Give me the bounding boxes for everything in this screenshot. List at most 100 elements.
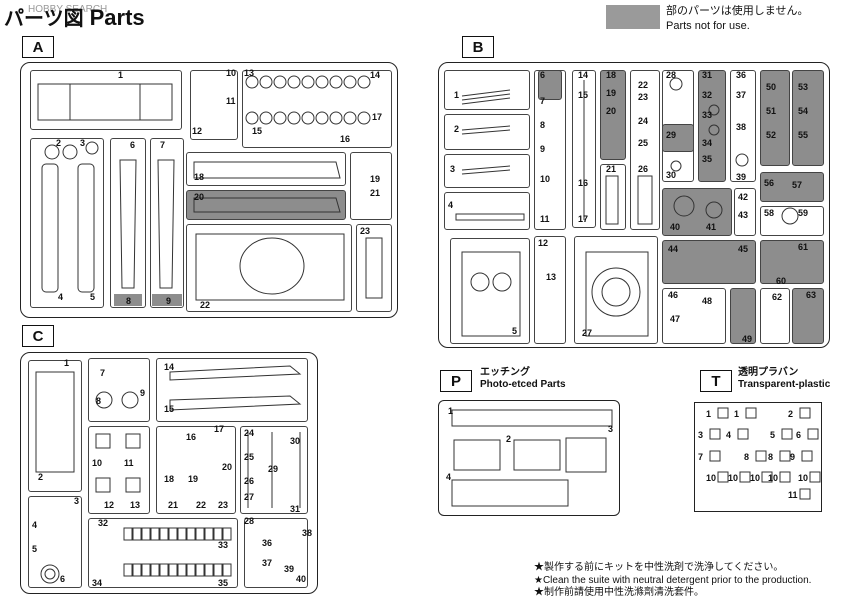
part-number-a: 21	[370, 188, 380, 198]
track-link	[204, 563, 214, 577]
part-number-a: 8	[126, 296, 131, 306]
part-number-b: 59	[798, 208, 808, 218]
road-wheel	[245, 75, 259, 89]
part-number-b: 63	[806, 290, 816, 300]
sprue-t-label: 透明プラバン Transparent-plastic	[738, 367, 830, 391]
part-number-t: 1	[706, 409, 711, 419]
part-number-t: 1	[734, 409, 739, 419]
part-number-b: 60	[776, 276, 786, 286]
part-number-b: 34	[702, 138, 712, 148]
part-number-a: 4	[58, 292, 63, 302]
part-number-t: 3	[698, 430, 703, 440]
sprue-b-part-42	[734, 188, 756, 236]
part-number-b: 21	[606, 164, 616, 174]
part-number-t: 8	[768, 452, 773, 462]
part-number-a: 1	[118, 70, 123, 80]
part-number-c: 1	[64, 358, 69, 368]
sprue-a-part-23	[356, 224, 392, 312]
clear-part-outline	[737, 428, 749, 440]
part-number-c: 25	[244, 452, 254, 462]
part-number-b: 52	[766, 130, 776, 140]
part-number-b: 31	[702, 70, 712, 80]
part-number-p: 4	[446, 472, 451, 482]
part-number-t: 10	[706, 473, 716, 483]
sprue-b-part-31-35-unused	[698, 70, 726, 182]
track-link	[150, 527, 160, 541]
part-number-a: 10	[226, 68, 236, 78]
part-number-a: 18	[194, 172, 204, 182]
sprue-b-part-48-unused	[730, 288, 756, 344]
part-number-b: 4	[448, 200, 453, 210]
part-number-c: 26	[244, 476, 254, 486]
part-number-c: 6	[60, 574, 65, 584]
part-number-c: 16	[186, 432, 196, 442]
part-number-b: 1	[454, 90, 459, 100]
sprue-c-part-7-9	[88, 358, 150, 422]
sprue-c-part-14-15	[156, 358, 308, 422]
part-number-a: 3	[80, 138, 85, 148]
part-number-b: 26	[638, 164, 648, 174]
note-en: ★Clean the suite with neutral detergent …	[534, 574, 812, 586]
part-number-t: 10	[728, 473, 738, 483]
road-wheel	[287, 111, 301, 125]
sprue-a-part-20-unused	[186, 190, 346, 220]
road-wheel	[259, 111, 273, 125]
part-number-a: 9	[166, 296, 171, 306]
part-number-c: 11	[124, 458, 134, 468]
track-link	[132, 527, 142, 541]
road-wheel	[301, 111, 315, 125]
road-wheel	[343, 111, 357, 125]
part-number-c: 21	[168, 500, 178, 510]
part-number-b: 35	[702, 154, 712, 164]
part-number-c: 31	[290, 504, 300, 514]
part-number-c: 24	[244, 428, 254, 438]
sprue-c-part-24-31	[240, 426, 308, 514]
legend-en: Parts not for use.	[666, 20, 750, 32]
clear-part-outline	[709, 450, 721, 462]
sprue-b-part-49-51-unused	[760, 70, 790, 166]
road-wheel	[315, 111, 329, 125]
road-wheel	[357, 111, 371, 125]
clear-part-outline	[709, 428, 721, 440]
sprue-b-tag: B	[462, 36, 494, 58]
part-number-t: 9	[790, 452, 795, 462]
part-number-b: 13	[546, 272, 556, 282]
road-wheel	[343, 75, 357, 89]
road-wheel	[259, 75, 273, 89]
part-number-a: 23	[360, 226, 370, 236]
part-number-b: 10	[540, 174, 550, 184]
sprue-b-part-1	[444, 70, 530, 110]
part-number-b: 11	[540, 214, 550, 224]
part-number-b: 58	[764, 208, 774, 218]
part-number-c: 15	[164, 404, 174, 414]
part-number-a: 19	[370, 174, 380, 184]
sprue-c-part-1-2	[28, 360, 82, 492]
part-number-c: 23	[218, 500, 228, 510]
part-number-c: 34	[92, 578, 102, 588]
part-number-c: 14	[164, 362, 174, 372]
part-number-b: 37	[736, 90, 746, 100]
sprue-a-part-10-12	[190, 70, 238, 140]
part-number-b: 2	[454, 124, 459, 134]
track-link	[159, 563, 169, 577]
part-number-c: 17	[214, 424, 224, 434]
part-number-c: 8	[96, 396, 101, 406]
sprue-b-frame	[438, 62, 830, 348]
part-number-b: 15	[578, 90, 588, 100]
sprue-a-tag: A	[22, 36, 54, 58]
part-number-b: 16	[578, 178, 588, 188]
part-number-p: 3	[608, 424, 613, 434]
part-number-c: 22	[196, 500, 206, 510]
title-en: Parts	[89, 5, 145, 30]
part-number-b: 28	[666, 70, 676, 80]
track-link	[150, 563, 160, 577]
part-number-c: 37	[262, 558, 272, 568]
sprue-a-frame	[20, 62, 398, 318]
part-number-b: 40	[670, 222, 680, 232]
clear-part-outline	[739, 471, 751, 483]
sprue-b-part-45-47	[662, 288, 726, 344]
note-jp: ★製作する前にキットを中性洗剤で洗浄してください。	[534, 562, 784, 573]
part-number-c: 10	[92, 458, 102, 468]
